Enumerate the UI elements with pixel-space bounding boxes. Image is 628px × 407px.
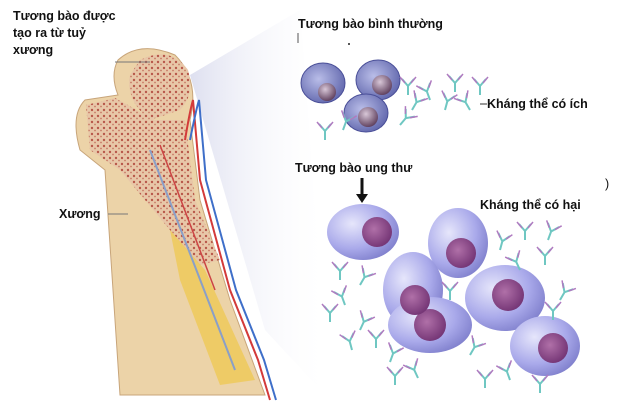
label-bone-marrow-origin: Tương bào được tạo ra từ tuỷ xương <box>13 9 116 57</box>
label-useful-antibody: Kháng thể có ích <box>487 97 588 111</box>
label-cancer-plasma-cell: Tương bào ung thư <box>295 161 413 175</box>
vein <box>189 99 277 401</box>
artery <box>184 99 271 401</box>
zoom-beam <box>190 10 330 400</box>
femur-bone <box>75 48 266 396</box>
stray-parenthesis: ) <box>605 177 610 191</box>
cancer-plasma-cells <box>327 204 580 376</box>
label-normal-plasma-cell: Tương bào bình thường <box>298 17 443 31</box>
cancer-cell-arrow <box>356 178 368 203</box>
label-harmful-antibody: Kháng thể có hại <box>480 198 581 212</box>
normal-plasma-cells <box>300 59 401 133</box>
label-bone: Xương <box>59 207 101 221</box>
